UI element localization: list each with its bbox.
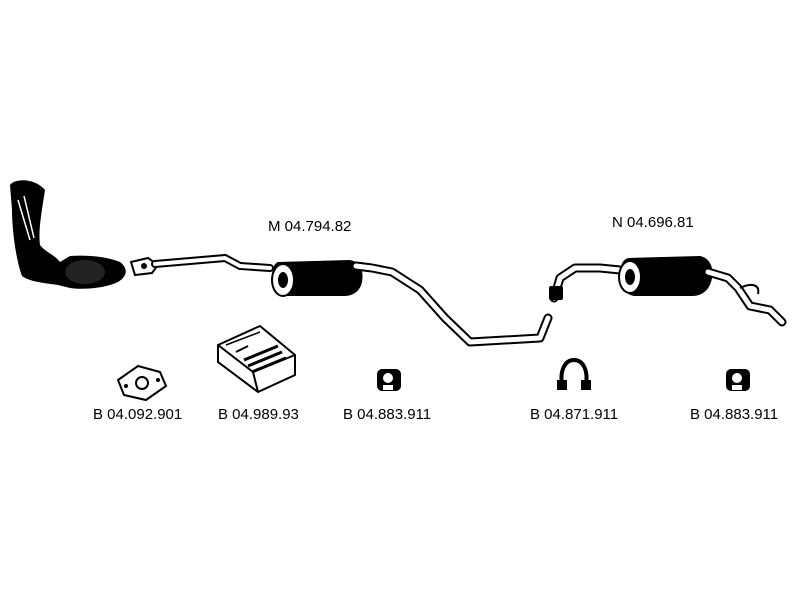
rubber-hanger-icon: [377, 369, 401, 391]
flange-gasket-icon: [116, 364, 168, 402]
mounting-kit-box-icon: [217, 324, 296, 394]
middle-silencer-assembly-icon: [151, 253, 553, 347]
part-label: B 04.092.901: [93, 406, 183, 423]
rear-silencer-assembly-icon: [549, 256, 787, 327]
part-label: B 04.883.911: [343, 406, 432, 423]
part-label: B 04.883.911: [690, 406, 779, 423]
middle-assembly-label: M 04.794.82: [268, 218, 352, 235]
rear-assembly-label: N 04.696.81: [612, 214, 694, 231]
part-label: B 04.871.911: [530, 406, 619, 423]
rubber-ring-hanger-icon: [557, 357, 591, 390]
rubber-hanger-icon: [726, 369, 750, 391]
part-label: B 04.989.93: [218, 406, 299, 423]
front-pipe-catalyst-icon: [10, 180, 126, 289]
pipe-flange-icon: [129, 256, 160, 277]
